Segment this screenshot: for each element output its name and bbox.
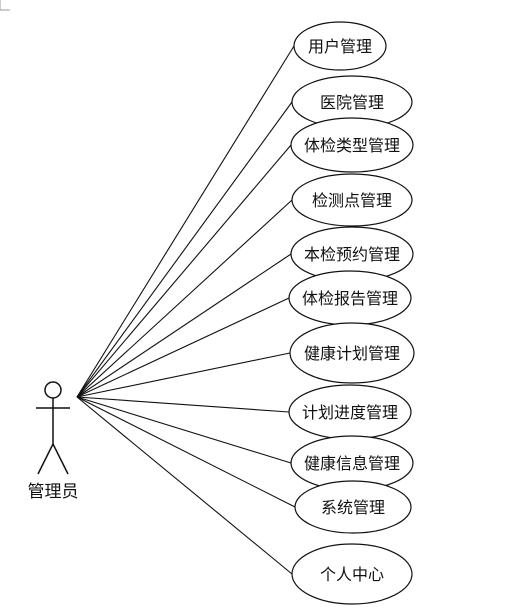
uc-checkpoint-mgmt: 检测点管理 [291, 173, 413, 227]
corner-marker [0, 0, 10, 11]
uc-health-plan-mgmt: 健康计划管理 [289, 322, 415, 384]
association-line [76, 144, 292, 398]
uc-personal-center: 个人中心 [291, 543, 413, 605]
use-case-label: 医院管理 [320, 93, 384, 112]
uc-appointment-mgmt: 本检预约管理 [290, 226, 414, 282]
uc-hospital-mgmt: 医院管理 [291, 75, 413, 129]
uc-system-mgmt: 系统管理 [294, 480, 412, 534]
association-line [76, 253, 292, 398]
association-line [76, 101, 293, 398]
association-line [76, 45, 295, 398]
use-case-ellipse [291, 173, 413, 227]
use-case-label: 系统管理 [321, 498, 385, 517]
actor-figure [36, 381, 70, 475]
actor-right-leg [52, 443, 69, 475]
association-line [76, 199, 293, 398]
association-line [76, 396, 290, 413]
association-lines [76, 45, 296, 575]
use-case-label: 体检报告管理 [302, 289, 398, 308]
use-case-label: 计划进度管理 [302, 403, 398, 422]
uc-user-mgmt: 用户管理 [293, 21, 387, 71]
actor-left-leg [37, 443, 54, 475]
use-case-ellipse [290, 117, 414, 173]
actor-label: 管理员 [28, 482, 79, 502]
association-line [76, 396, 293, 575]
uc-health-info-mgmt: 健康信息管理 [290, 435, 414, 491]
use-case-label: 健康信息管理 [304, 454, 400, 473]
use-case-label: 本检预约管理 [304, 245, 400, 264]
use-case-ellipse [293, 21, 387, 71]
uc-exam-type-mgmt: 体检类型管理 [290, 117, 414, 173]
use-case-label: 体检类型管理 [304, 136, 400, 155]
use-case-label: 健康计划管理 [304, 344, 400, 363]
use-case-label: 用户管理 [308, 37, 372, 56]
use-case-ellipse [294, 480, 412, 534]
use-case-ellipse [289, 322, 415, 384]
use-case-ellipse [291, 543, 413, 605]
association-line [76, 396, 296, 508]
association-line [76, 396, 292, 464]
use-case-label: 个人中心 [320, 565, 384, 584]
use-case-label: 检测点管理 [312, 191, 392, 210]
actor-head [44, 381, 62, 399]
association-line [76, 352, 291, 398]
use-case-group: 用户管理医院管理体检类型管理检测点管理本检预约管理体检报告管理健康计划管理计划进… [288, 21, 415, 605]
uc-plan-progress-mgmt: 计划进度管理 [288, 384, 412, 440]
association-line [76, 297, 290, 398]
uc-report-mgmt: 体检报告管理 [288, 270, 412, 326]
